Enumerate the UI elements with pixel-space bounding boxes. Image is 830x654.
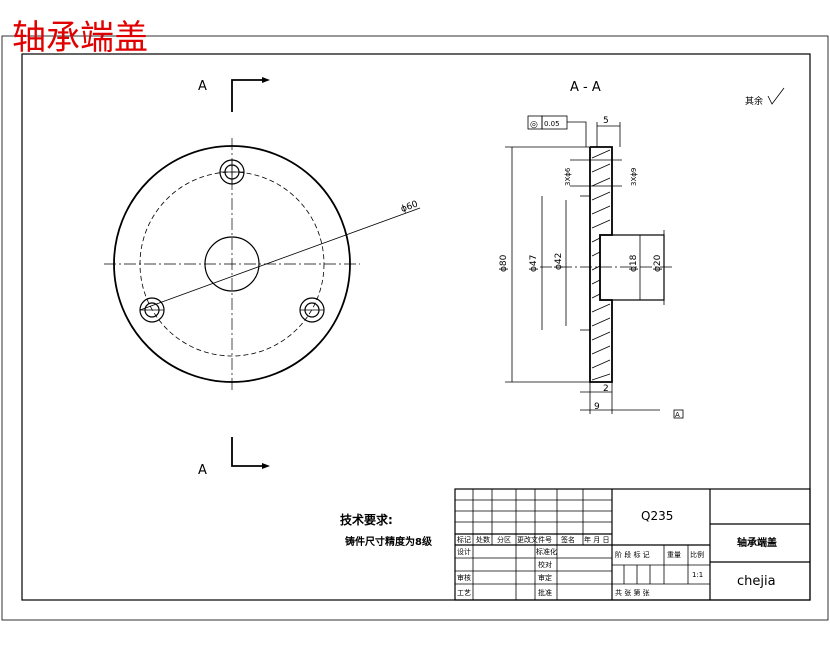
tech-line-1: 铸件尺寸精度为8级 <box>345 535 433 548</box>
tolerance-symbol: ◎ <box>530 120 538 130</box>
tech-heading: 技术要求: <box>340 512 393 527</box>
tb-zone: 分区 <box>497 535 511 544</box>
material: Q235 <box>641 509 673 523</box>
tb-weight: 重量 <box>667 551 681 559</box>
tb-date: 年 月 日 <box>584 535 609 544</box>
tb-ratio: 比例 <box>690 550 704 559</box>
dim-holes-a: 3Xϕ6 <box>564 167 572 186</box>
tb-design: 设计 <box>457 547 471 556</box>
dim-d47: ϕ47 <box>529 255 539 272</box>
section-mark-bottom: A <box>198 463 207 478</box>
section-view-label: A - A <box>570 80 601 95</box>
tb-check: 校对 <box>538 560 552 569</box>
dim-d60: ϕ60 <box>400 199 420 214</box>
tb-sign2: 审定 <box>538 573 552 582</box>
front-view: ϕ60 A A <box>104 77 421 478</box>
dim-w5: 5 <box>603 116 609 126</box>
author: chejia <box>737 574 776 589</box>
tb-stage: 阶 段 标 记 <box>615 550 650 559</box>
dim-holes-b: 3Xϕ9 <box>630 168 638 186</box>
tb-sign: 签名 <box>561 535 575 544</box>
surface-roughness-label: 其余 <box>745 95 763 107</box>
outer-border <box>1 35 829 621</box>
dim-d42: ϕ42 <box>554 253 564 270</box>
tb-std: 标准化 <box>536 547 557 556</box>
tb-sheets: 共 张 第 张 <box>615 588 650 597</box>
section-mark-top: A <box>198 79 207 94</box>
dim-w2: 2 <box>603 384 609 394</box>
section-view: A - A ϕ80 ϕ47 <box>499 80 785 419</box>
tb-approve: 批准 <box>538 588 552 597</box>
title-block: Q235 轴承端盖 chejia 1:1 标记 处数 分区 更改文件号 签名 年… <box>454 488 811 601</box>
tolerance-value: 0.05 <box>544 120 560 128</box>
scale: 1:1 <box>692 571 703 579</box>
tb-count: 处数 <box>476 535 490 544</box>
inner-frame <box>21 53 811 601</box>
red-title: 轴承端盖 <box>12 18 148 58</box>
tb-process: 工艺 <box>457 589 471 597</box>
part-name: 轴承端盖 <box>737 536 777 549</box>
dim-d20: ϕ20 <box>653 254 663 272</box>
dim-w9: 9 <box>594 402 600 412</box>
tb-doc: 更改文件号 <box>517 535 552 544</box>
datum-box: A <box>675 411 680 419</box>
dim-d80: ϕ80 <box>499 254 509 272</box>
tb-review: 审核 <box>457 573 471 582</box>
tb-marks: 标记 <box>457 535 471 544</box>
dim-d18: ϕ18 <box>629 254 639 272</box>
